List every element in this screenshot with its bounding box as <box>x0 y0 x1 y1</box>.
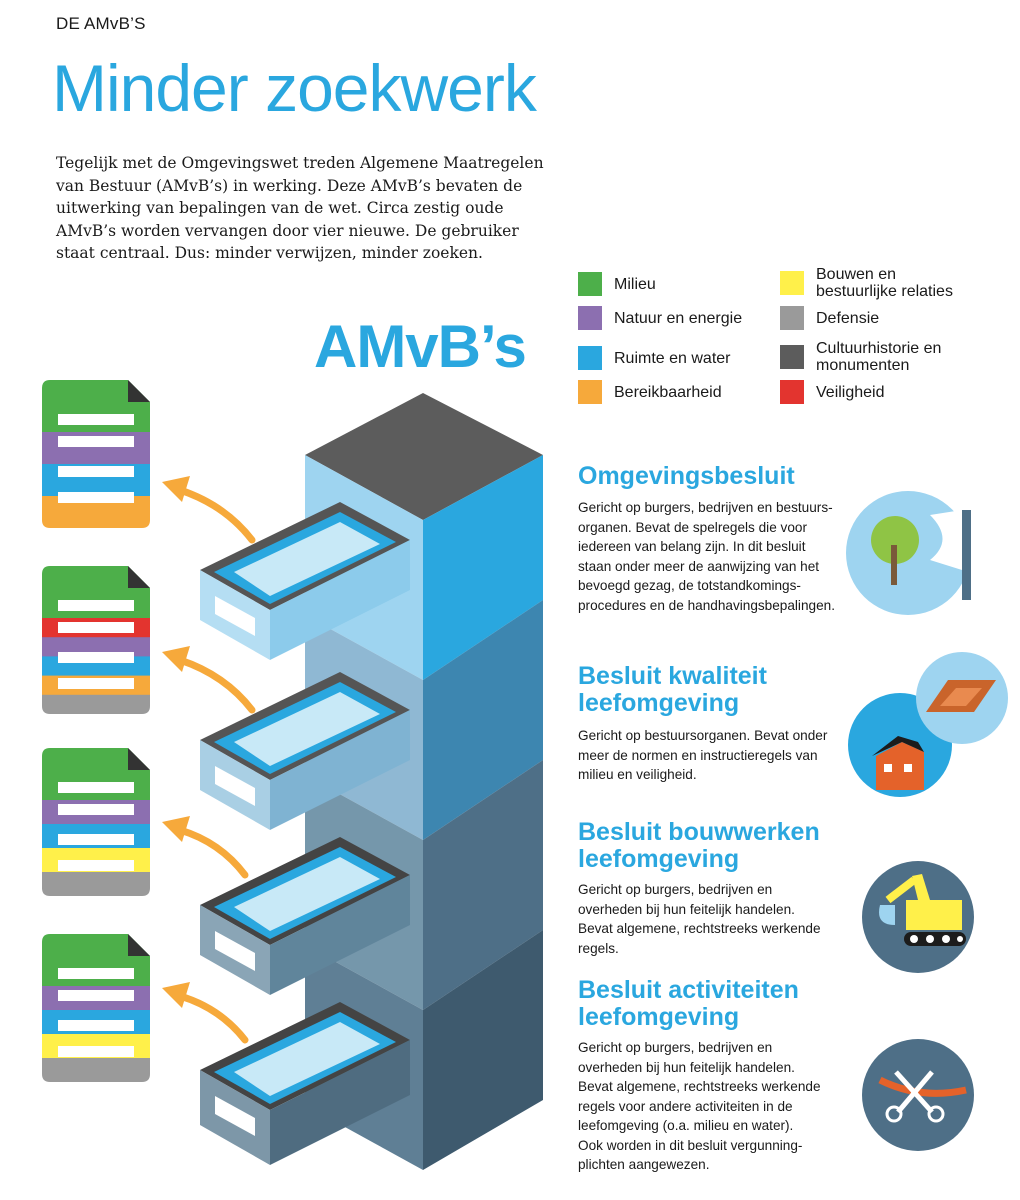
document-text-line <box>58 652 134 663</box>
document-text-line <box>58 968 134 979</box>
legend-item: Cultuurhistorie en monumenten <box>780 340 941 374</box>
drawer <box>200 837 410 995</box>
legend-label: Ruimte en water <box>614 349 731 367</box>
document-text-line <box>58 678 134 689</box>
section-body: Gericht op burgers, bedrijven en overhed… <box>578 1038 860 1175</box>
document-text-line <box>58 622 134 633</box>
document-text-line <box>58 414 134 425</box>
tree-wall-icon <box>846 491 971 615</box>
legend-item: Bouwen en bestuurlijke relaties <box>780 266 953 300</box>
section-line: Gericht op burgers, bedrijven en <box>578 882 773 897</box>
section-body: Gericht op bestuursorganen. Bevat onder … <box>578 726 860 785</box>
document-text-line <box>58 804 134 815</box>
section-title: Besluit bouwwerken leefomgeving <box>578 818 820 873</box>
document-stripe <box>42 694 150 714</box>
document-text-line <box>58 1046 134 1057</box>
section-line: overheden bij hun feitelijk handelen. <box>578 1059 795 1075</box>
document-text-line <box>58 600 134 611</box>
document-text-line <box>58 834 134 845</box>
section-line: meer de normen en instructieregels van <box>578 747 818 763</box>
document-icon <box>42 934 150 1082</box>
legend-label: Milieu <box>614 275 656 293</box>
legend-item: Bereikbaarheid <box>578 380 722 404</box>
document-stripe <box>42 637 150 657</box>
section-line: Bevat algemene, rechtstreeks werkende <box>578 1079 821 1094</box>
document-text-line <box>58 782 134 793</box>
legend-item: Veiligheid <box>780 380 885 404</box>
drawer <box>200 1002 410 1165</box>
house-building-icon <box>848 652 1008 797</box>
section-title: Besluit kwaliteit leefomgeving <box>578 662 767 717</box>
section-line: plichten aangewezen. <box>578 1157 710 1172</box>
legend-label: Bereikbaarheid <box>614 383 722 401</box>
cabinet-label: AMvB’s <box>314 313 527 380</box>
arrows <box>176 486 256 1044</box>
document-text-line <box>58 436 134 447</box>
legend-swatch <box>578 346 602 370</box>
legend-item: Milieu <box>578 272 656 296</box>
document-stripe <box>42 1058 150 1082</box>
intro-line: van Bestuur (AMvB’s) in werking. Deze AM… <box>56 176 523 195</box>
document-text-line <box>58 990 134 1001</box>
document-text-line <box>58 1020 134 1031</box>
section-line: overheden bij hun feitelijk handelen. <box>578 901 795 917</box>
scissors-ribbon-icon <box>862 1039 974 1151</box>
legend-swatch <box>578 272 602 296</box>
section-line: regels. <box>578 940 619 956</box>
section-line: milieu en veiligheid. <box>578 767 697 782</box>
intro-line: uitwerking van bepalingen van de wet. Ci… <box>56 199 504 217</box>
section-line: staan onder meer de aanwijzing van het <box>578 558 820 574</box>
section-line: Gericht op burgers, bedrijven en <box>578 1040 773 1055</box>
document-stripe <box>42 872 150 896</box>
page-title: Minder zoekwerk <box>52 51 537 125</box>
intro-line: AMvB’s worden vervangen door vier nieuwe… <box>56 221 519 240</box>
legend-label: Cultuurhistorie en monumenten <box>816 340 942 374</box>
section-body: Gericht op burgers, bedrijven en overhed… <box>578 880 860 958</box>
intro-line: staat centraal. Dus: minder verwijzen, m… <box>56 244 483 262</box>
section-line: regels voor andere activiteiten in de <box>578 1098 793 1114</box>
legend-swatch <box>780 345 804 369</box>
legend-swatch <box>780 271 804 295</box>
section-line: procedures en de handhavingsbepalingen. <box>578 597 835 613</box>
kicker: DE AMvB’S <box>56 14 146 33</box>
section-body: Gericht op burgers, bedrijven en bestuur… <box>578 498 860 615</box>
legend-item: Natuur en energie <box>578 306 742 330</box>
section-line: leefomgeving (o.a. milieu en water). <box>578 1118 794 1133</box>
document-icon <box>42 566 150 714</box>
section-line: organen. Bevat de spelregels die voor <box>578 519 807 535</box>
section-line: Gericht op bestuursorganen. Bevat onder <box>578 728 828 743</box>
legend-label: Bouwen en bestuurlijke relaties <box>816 266 953 300</box>
intro-paragraph: Tegelijk met de Omgevingswet treden Alge… <box>56 152 556 265</box>
document-icon <box>42 748 150 896</box>
document-text-line <box>58 492 134 503</box>
legend-swatch <box>578 306 602 330</box>
legend-label: Natuur en energie <box>614 309 743 327</box>
legend-item: Ruimte en water <box>578 346 731 370</box>
legend-swatch <box>780 380 804 404</box>
intro-line: Tegelijk met de Omgevingswet treden Alge… <box>56 154 544 172</box>
document-text-line <box>58 466 134 477</box>
section-line: Ook worden in dit besluit vergunning- <box>578 1137 803 1153</box>
section-line: bevoegd gezag, de totstandkomings- <box>578 578 801 593</box>
drawer <box>200 502 410 660</box>
document-icon <box>42 380 150 528</box>
drawer <box>200 672 410 830</box>
legend-swatch <box>578 380 602 404</box>
section-title: Omgevingsbesluit <box>578 462 795 490</box>
document-text-line <box>58 860 134 871</box>
legend-item: Defensie <box>780 306 879 330</box>
excavator-icon <box>862 861 974 973</box>
section-line: Bevat algemene, rechtstreeks werkende <box>578 921 821 936</box>
section-line: Gericht op burgers, bedrijven en bestuur… <box>578 500 833 515</box>
section-line: iedereen van belang zijn. In dit besluit <box>578 539 806 554</box>
legend-label: Veiligheid <box>816 383 885 401</box>
legend-swatch <box>780 306 804 330</box>
section-title: Besluit activiteiten leefomgeving <box>578 976 799 1031</box>
legend-label: Defensie <box>816 309 880 327</box>
